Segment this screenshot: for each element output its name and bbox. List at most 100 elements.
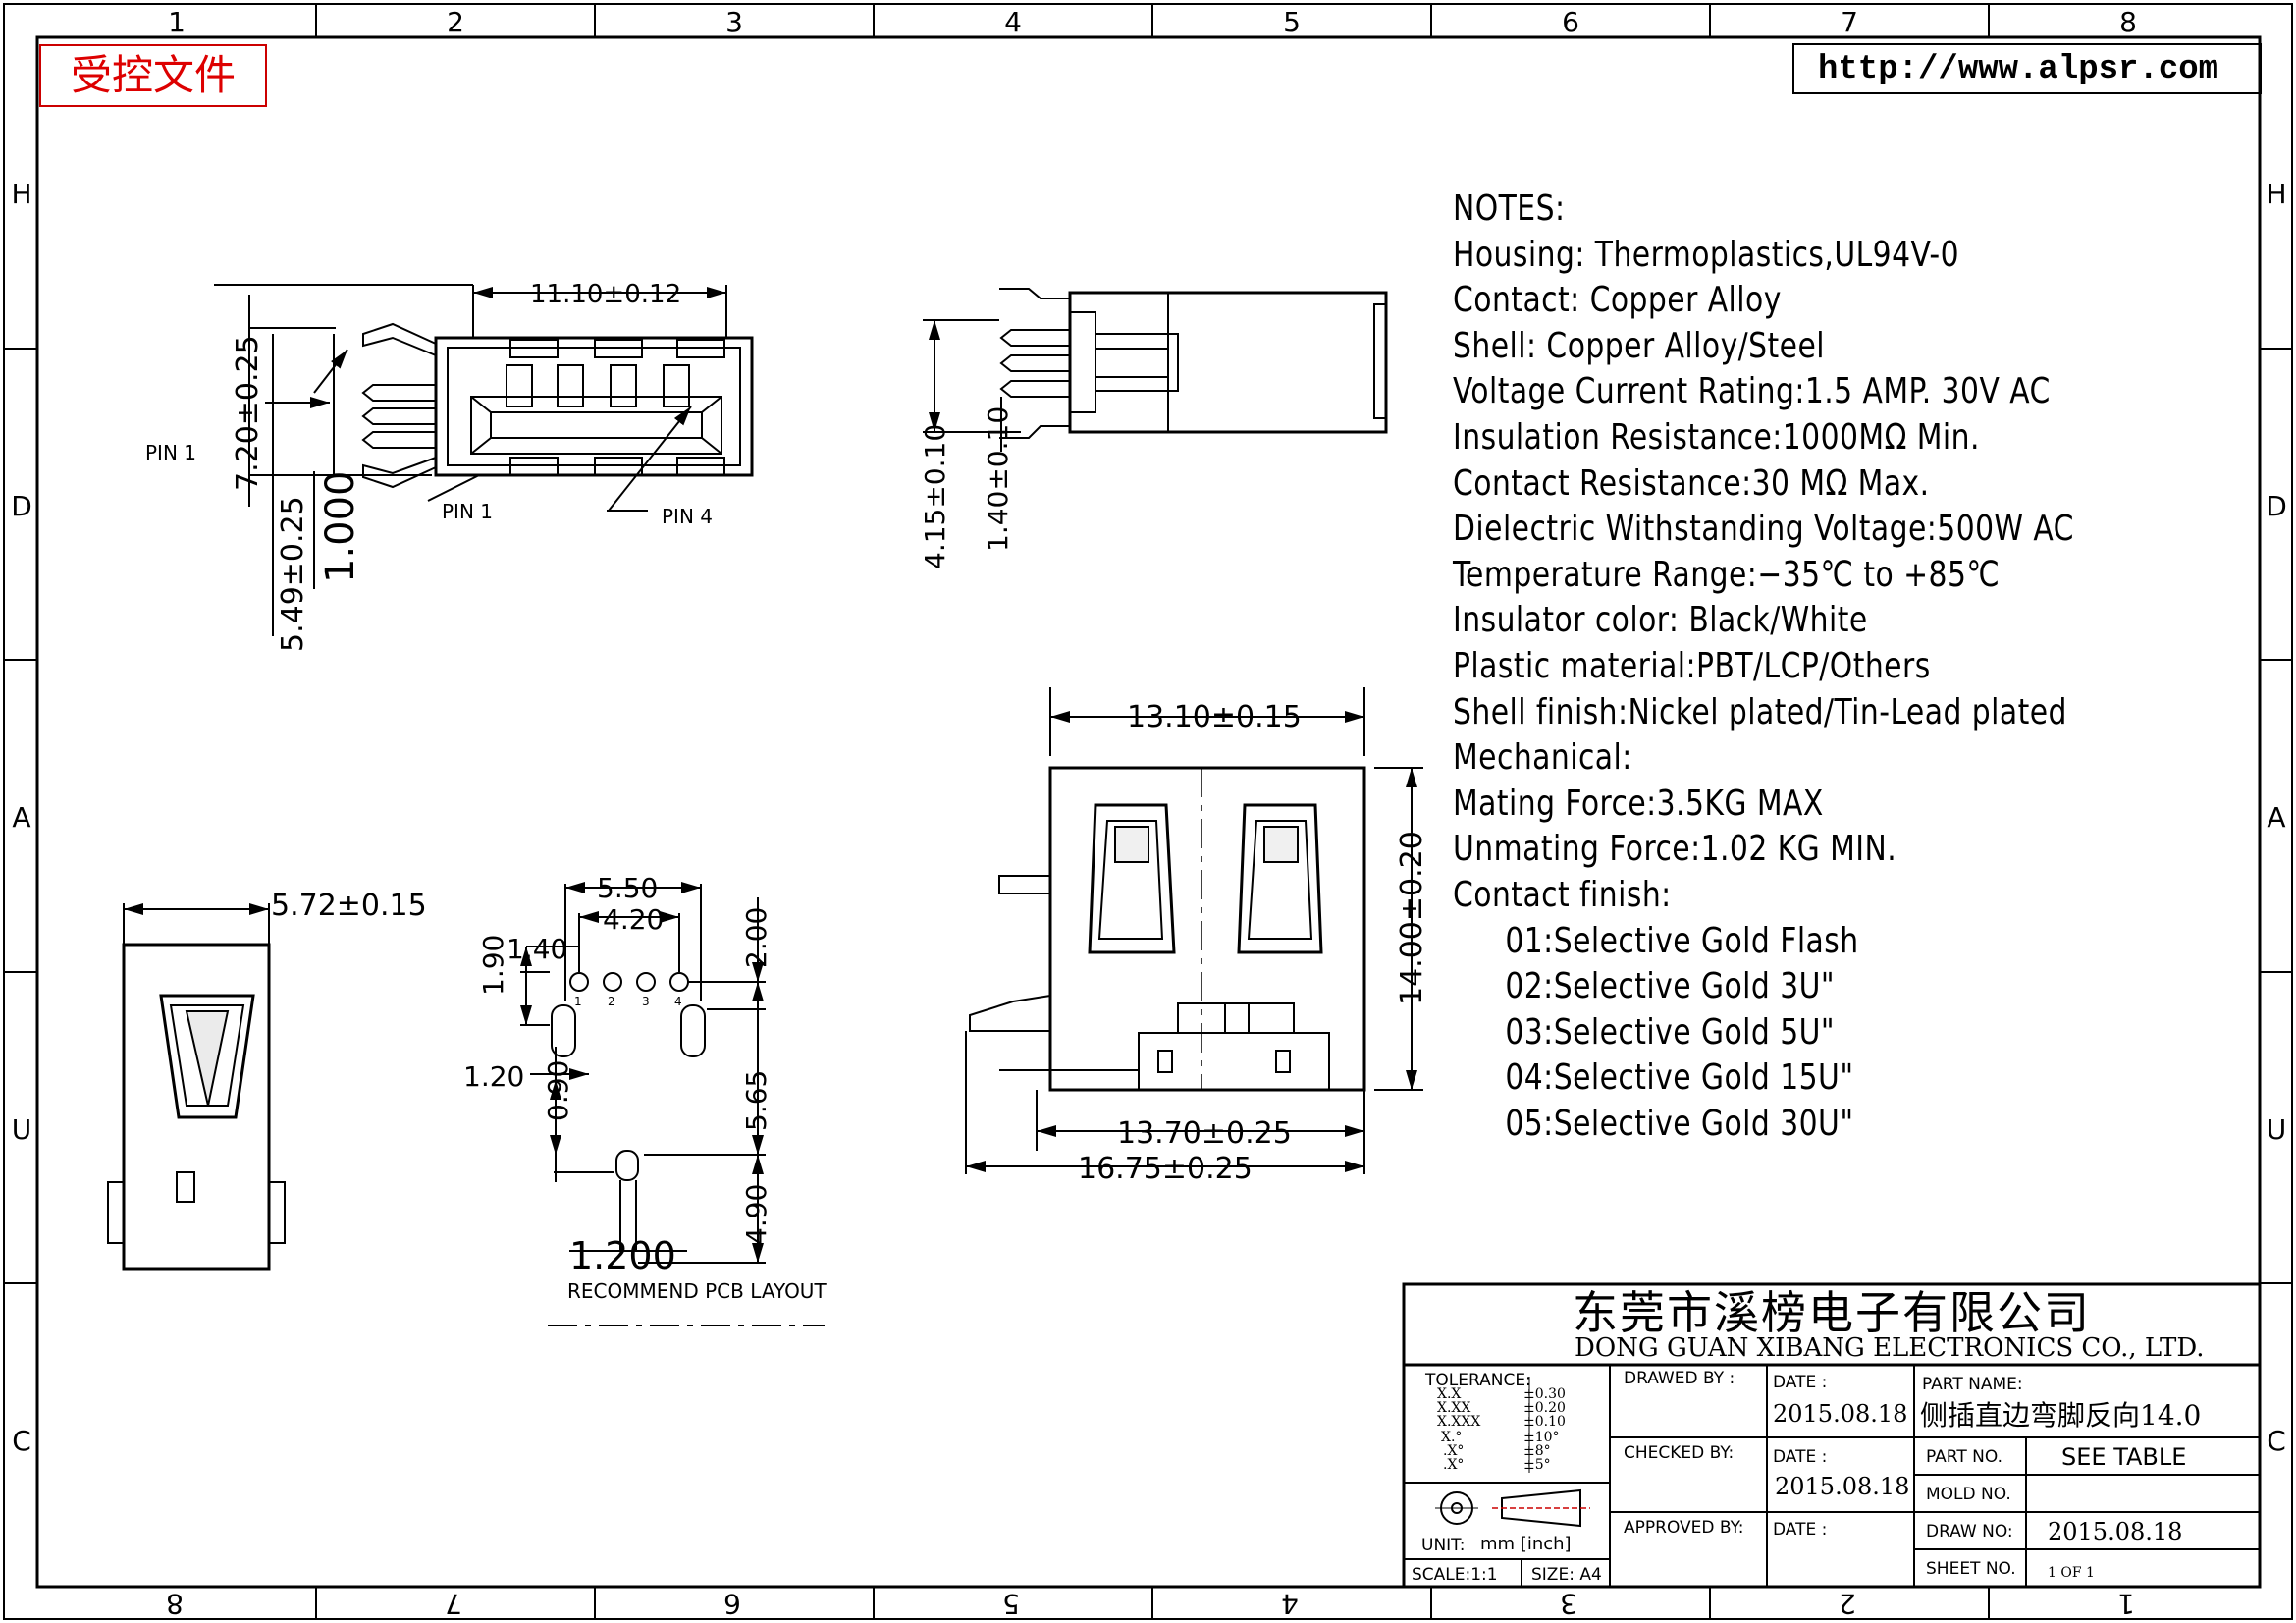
note-unmating: Unmating Force:1.02 KG MIN.	[1453, 829, 1897, 870]
pcb-dim-2-00: 2.00	[740, 907, 773, 968]
finish-04: 04:Selective Gold 15U"	[1505, 1057, 1854, 1099]
size-label: SIZE: A4	[1531, 1565, 1602, 1585]
unit-label: UNIT:	[1421, 1536, 1466, 1555]
draw-no-label: DRAW NO:	[1926, 1522, 2013, 1542]
zone-right-c: C	[2267, 1425, 2286, 1457]
pcb-pin-label-1: 1	[574, 995, 582, 1008]
zone-top-3: 3	[725, 6, 743, 38]
date-label-approved: DATE :	[1773, 1520, 1828, 1540]
note-plastic: Plastic material:PBT/LCP/Others	[1453, 645, 1931, 686]
note-temperature: Temperature Range:−35℃ to +85℃	[1453, 554, 2001, 595]
scale-label: SCALE:1:1	[1412, 1565, 1498, 1585]
tolerance-key-2: X.XXX	[1437, 1414, 1481, 1430]
finish-05: 05:Selective Gold 30U"	[1505, 1103, 1854, 1144]
note-shell-finish: Shell finish:Nickel plated/Tin-Lead plat…	[1453, 691, 2067, 732]
label-pin4: PIN 4	[662, 505, 713, 528]
sheet-no-label: SHEET NO.	[1926, 1559, 2016, 1579]
zone-top-1: 1	[168, 6, 186, 38]
part-no-label: PART NO.	[1926, 1447, 2002, 1467]
dim-housing-width: 11.10±0.12	[530, 280, 681, 309]
checked-by-label: CHECKED BY:	[1624, 1443, 1735, 1463]
pcb-layout	[520, 882, 825, 1326]
pcb-dim-4-20: 4.20	[603, 903, 664, 936]
finish-03: 03:Selective Gold 5U"	[1505, 1011, 1836, 1053]
dim-offset-5-49: 5.49±0.25	[276, 496, 310, 652]
controlled-document-stamp: 受控文件	[39, 44, 267, 107]
pcb-dim-1-20: 1.20	[463, 1060, 524, 1093]
unit-value: mm [inch]	[1480, 1534, 1572, 1554]
tolerance-val-4: ±8°	[1523, 1443, 1551, 1459]
note-contact-finish: Contact finish:	[1453, 874, 1672, 915]
dim-pitch-1-000: 1.000	[318, 470, 363, 583]
tolerance-val-2: ±0.10	[1523, 1414, 1566, 1430]
title-block-grid	[1402, 1282, 2262, 1589]
mold-no-label: MOLD NO.	[1926, 1485, 2011, 1504]
top-left-view	[214, 284, 754, 636]
pcb-dim-5-50: 5.50	[597, 872, 658, 904]
dim-front-13-70: 13.70±0.25	[1117, 1116, 1292, 1151]
inner-border	[35, 35, 2262, 1589]
pcb-dim-0-90: 0.90	[542, 1060, 574, 1121]
zone-top-4: 4	[1004, 6, 1022, 38]
pcb-dim-5-65: 5.65	[740, 1070, 773, 1131]
pcb-pin-label-3: 3	[642, 995, 650, 1008]
pcb-dim-1-90: 1.90	[477, 935, 509, 996]
label-pin1-bottom: PIN 1	[442, 500, 493, 523]
dim-4-15: 4.15±0.10	[919, 424, 951, 569]
tolerance-val-5: ±5°	[1523, 1457, 1551, 1473]
date-label-checked: DATE :	[1773, 1447, 1828, 1467]
zone-bottom-6: 6	[723, 1588, 741, 1620]
note-insulation: Insulation Resistance:1000MΩ Min.	[1453, 416, 1980, 458]
company-name-en: DONG GUAN XIBANG ELECTRONICS CO., LTD.	[1575, 1333, 2205, 1363]
zone-right-h: H	[2266, 178, 2286, 210]
zone-bottom-1: 1	[2117, 1588, 2135, 1620]
note-housing: Housing: Thermoplastics,UL94V-0	[1453, 234, 1960, 275]
zone-left-a: A	[12, 801, 30, 834]
pcb-pin-label-4: 4	[674, 995, 682, 1008]
part-name: 侧插直边弯脚反向14.0	[1920, 1399, 2202, 1432]
tolerance-key-3: X.°	[1441, 1430, 1463, 1445]
drawn-by-label: DRAWED BY :	[1624, 1369, 1735, 1388]
zone-bottom-8: 8	[166, 1588, 184, 1620]
zone-top-2: 2	[447, 6, 464, 38]
zone-top-5: 5	[1283, 6, 1301, 38]
outer-border	[3, 3, 2293, 1620]
zone-right-a: A	[2267, 801, 2285, 834]
finish-01: 01:Selective Gold Flash	[1505, 920, 1859, 961]
note-insulator-color: Insulator color: Black/White	[1453, 600, 1868, 641]
tolerance-key-5: .X°	[1443, 1457, 1465, 1473]
label-pin1-left: PIN 1	[145, 441, 196, 464]
zone-bottom-4: 4	[1281, 1588, 1299, 1620]
sheet-no: 1 OF 1	[2048, 1565, 2095, 1581]
zone-right-u: U	[2267, 1113, 2287, 1146]
title-block: 东莞市溪榜电子有限公司 DONG GUAN XIBANG ELECTRONICS…	[1404, 1284, 2260, 1587]
note-mechanical: Mechanical:	[1453, 737, 1632, 779]
approved-by-label: APPROVED BY:	[1624, 1518, 1744, 1538]
dim-1-40: 1.40±0.10	[982, 406, 1014, 552]
zone-top-6: 6	[1562, 6, 1579, 38]
date-checked: 2015.08.18	[1775, 1473, 1910, 1500]
dim-front-height: 14.00±0.20	[1395, 831, 1429, 1005]
zone-top-8: 8	[2119, 6, 2137, 38]
pcb-pin-label-2: 2	[608, 995, 615, 1008]
zone-ticks	[4, 4, 2292, 1619]
note-shell: Shell: Copper Alloy/Steel	[1453, 325, 1826, 366]
note-contact: Contact: Copper Alloy	[1453, 280, 1782, 321]
dim-side-width: 5.72±0.15	[271, 889, 427, 923]
tolerance-val-0: ±0.30	[1523, 1386, 1566, 1402]
pcb-dim-1-40: 1.40	[507, 933, 567, 965]
website-url[interactable]: http://www.alpsr.com	[1792, 43, 2262, 94]
zone-right-d: D	[2266, 490, 2287, 522]
zone-bottom-7: 7	[445, 1588, 462, 1620]
top-right-view	[923, 288, 1388, 452]
notes-heading: NOTES:	[1453, 189, 1566, 229]
dim-height-7-20: 7.20±0.25	[231, 335, 265, 491]
company-name-cn: 东莞市溪榜电子有限公司	[1573, 1286, 2091, 1339]
dim-front-width: 13.10±0.15	[1127, 700, 1302, 734]
pcb-dim-4-90: 4.90	[740, 1184, 773, 1245]
note-rating: Voltage Current Rating:1.5 AMP. 30V AC	[1453, 371, 2051, 412]
tolerance-key-4: .X°	[1443, 1443, 1465, 1459]
zone-left-d: D	[11, 490, 32, 522]
zone-left-c: C	[12, 1425, 31, 1457]
